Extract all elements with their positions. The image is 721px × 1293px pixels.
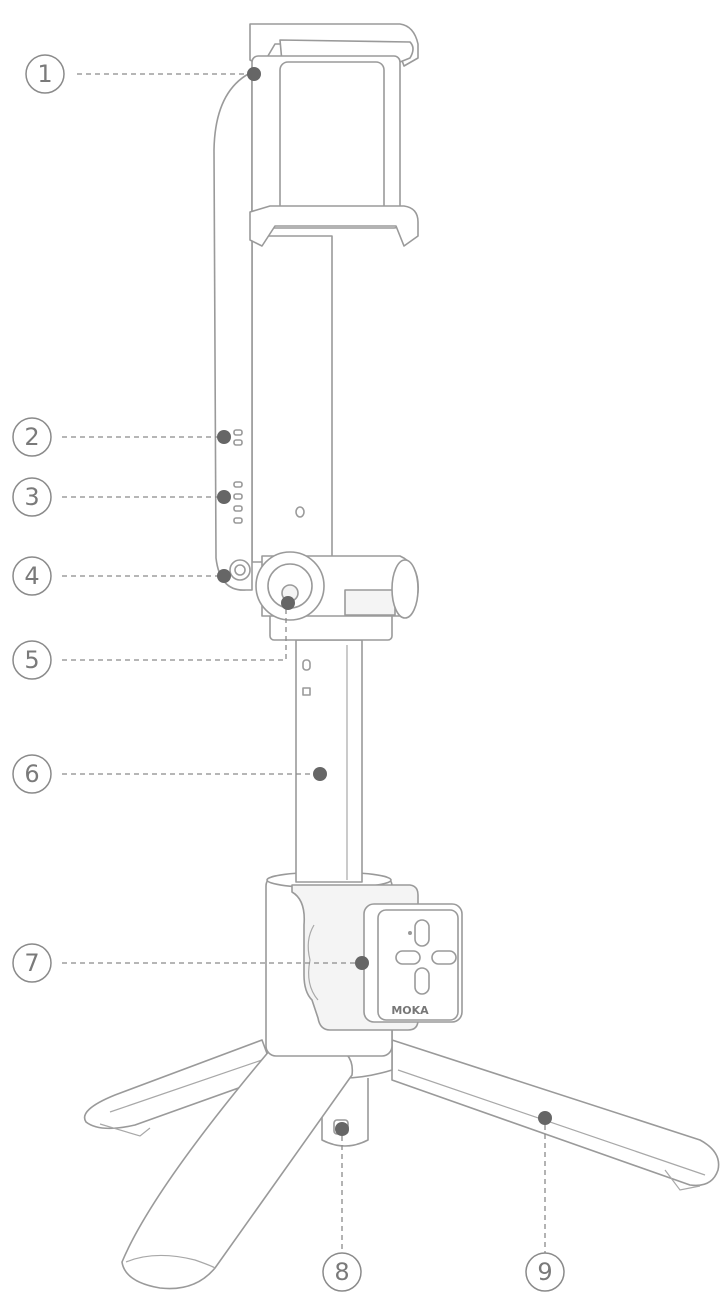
callout-8: 8 — [322, 1122, 362, 1292]
callout-9: 9 — [525, 1111, 565, 1292]
tripod-leg-left — [83, 1039, 276, 1137]
callout-dot — [281, 596, 295, 610]
callout-circle — [25, 54, 65, 94]
leader-line — [62, 608, 287, 661]
callout-number: 4 — [24, 562, 39, 590]
callout-number: 9 — [537, 1258, 552, 1286]
callout-circle — [12, 477, 52, 517]
callout-circle — [12, 943, 52, 983]
callout-dot — [247, 67, 261, 81]
callout-number: 2 — [24, 423, 39, 451]
selfie-stick-tripod-illustration: MOKA — [83, 23, 720, 1290]
tripod-leg-right — [391, 1039, 720, 1191]
callout-2: 2 — [12, 417, 231, 457]
side-bar — [213, 71, 253, 591]
callout-1: 1 — [25, 54, 261, 94]
callout-circle — [525, 1252, 565, 1292]
callout-5: 5 — [12, 596, 295, 680]
callout-dot — [217, 490, 231, 504]
remote-brand-label: MOKA — [391, 1004, 429, 1017]
callout-number: 6 — [24, 760, 39, 788]
callout-dot — [538, 1111, 552, 1125]
callout-number: 3 — [24, 483, 39, 511]
callout-circle — [322, 1252, 362, 1292]
callout-number: 1 — [37, 60, 52, 88]
callout-6: 6 — [12, 754, 327, 794]
callout-dot — [355, 956, 369, 970]
callout-circle — [12, 417, 52, 457]
callout-number: 7 — [24, 949, 39, 977]
callout-dot — [313, 767, 327, 781]
callout-dot — [217, 569, 231, 583]
callout-number: 5 — [24, 646, 39, 674]
upper-shaft — [251, 235, 333, 563]
callout-dot — [335, 1122, 349, 1136]
callout-3: 3 — [12, 477, 231, 517]
callout-7: 7 — [12, 943, 369, 983]
callout-4: 4 — [12, 556, 231, 596]
swivel-head — [255, 551, 419, 621]
callout-circle — [12, 754, 52, 794]
remote-control: MOKA — [363, 903, 463, 1023]
phone-clamp — [249, 23, 419, 247]
callout-circle — [12, 556, 52, 596]
extendable-pole — [295, 639, 363, 883]
callout-dot — [217, 430, 231, 444]
callout-number: 8 — [334, 1258, 349, 1286]
callout-circle — [12, 640, 52, 680]
